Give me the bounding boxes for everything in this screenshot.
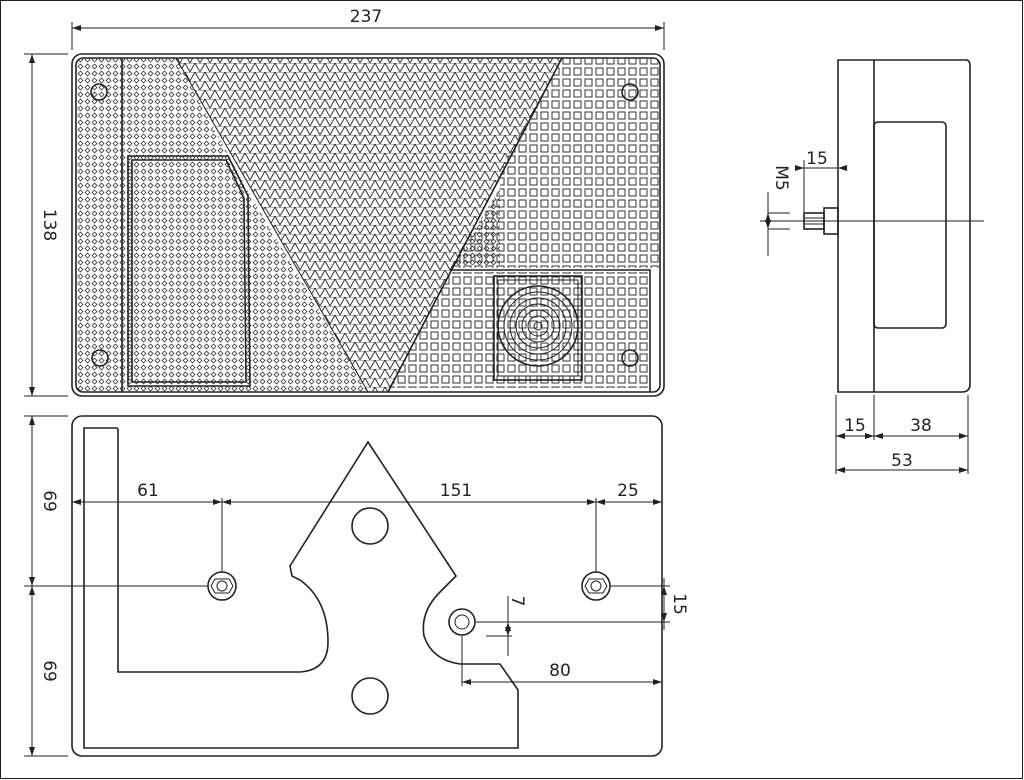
dimension-arrowhead	[959, 467, 968, 473]
side-view	[760, 59, 984, 393]
dim-upper-half-label: 69	[39, 490, 59, 512]
dimension-arrowhead	[72, 25, 81, 31]
segment-divider-stop	[450, 269, 651, 392]
dimension-arrowhead	[661, 613, 667, 622]
dim-center-offset-label: 7	[507, 596, 527, 607]
lens-indicator	[450, 58, 660, 268]
front-dimensions: 237 138	[24, 7, 665, 397]
dimension-arrowhead	[838, 165, 847, 171]
dimension-arrowhead	[29, 416, 35, 425]
cable-gland	[448, 608, 476, 636]
dim-base-label: 15	[844, 416, 866, 436]
dim-left-offset-label: 61	[137, 481, 159, 501]
front-outer-housing	[71, 53, 665, 397]
dimension-arrowhead	[587, 499, 596, 505]
side-housing	[837, 59, 971, 393]
segment-divider-diag-left	[175, 57, 369, 393]
dimension-arrowhead	[29, 586, 35, 595]
rear-cover-outline	[83, 427, 519, 749]
segment-divider-diag-right	[387, 57, 563, 393]
lens-reflector-triangle	[176, 58, 562, 392]
dimension-arrowhead	[29, 387, 35, 396]
dimension-arrowhead	[865, 433, 874, 439]
rear-hole-upper	[351, 507, 389, 545]
dimension-arrowhead	[765, 220, 771, 229]
screw-hole-br	[621, 349, 639, 367]
dimension-arrowhead	[29, 747, 35, 756]
dimension-arrowhead	[505, 627, 511, 636]
lens-stop-tail	[390, 272, 650, 388]
dimension-arrowhead	[836, 433, 845, 439]
reflex-circles	[497, 285, 579, 367]
dim-lens-label: 38	[910, 416, 932, 436]
reverse-lens-outline	[127, 155, 251, 387]
reverse-lens	[131, 159, 247, 383]
side-dimensions: 15 M5 15 38 53	[765, 149, 969, 474]
dim-thread-label: M5	[771, 165, 791, 190]
dimension-arrowhead	[661, 586, 667, 595]
screw-hole-tl	[90, 83, 108, 101]
rear-hole-lower	[351, 677, 389, 715]
dimension-arrowhead	[222, 499, 231, 505]
screw-hole-bl	[91, 349, 109, 367]
dimension-arrowhead	[213, 499, 222, 505]
dimension-arrowhead	[836, 467, 845, 473]
dim-lower-half-label: 69	[39, 660, 59, 682]
dim-total-depth-label: 53	[891, 451, 913, 471]
dimension-arrowhead	[596, 499, 605, 505]
dim-right-offset-label: 25	[617, 481, 639, 501]
dimension-arrowhead	[653, 499, 662, 505]
dimension-arrowhead	[959, 433, 968, 439]
dimension-arrowhead	[795, 165, 804, 171]
dimension-arrowhead	[874, 433, 883, 439]
dimension-arrowhead	[765, 213, 771, 222]
stud-left	[207, 571, 237, 601]
lens-fog-area	[124, 58, 250, 392]
dim-height-label: 138	[39, 209, 59, 241]
dimension-arrowhead	[653, 679, 662, 685]
reflex-block	[493, 275, 583, 381]
screw-hole-tr	[621, 83, 639, 101]
stud-right	[581, 571, 611, 601]
side-lens-profile	[873, 121, 947, 329]
dimension-arrowhead	[72, 499, 81, 505]
lens-lower-wedge	[250, 195, 368, 392]
dim-center-distance-label: 80	[549, 661, 571, 681]
lens-side-marker	[76, 58, 124, 392]
dimension-arrowhead	[462, 679, 471, 685]
dim-width-label: 237	[350, 7, 382, 27]
dim-right-drop-label: 15	[669, 593, 689, 615]
dimension-arrowhead	[29, 54, 35, 63]
dim-bolt-offset-label: 15	[806, 149, 828, 169]
dim-bolt-spacing-label: 151	[440, 481, 472, 501]
front-view	[71, 53, 665, 397]
rear-dimensions: 69 69 61 151 25 15 7 80	[24, 415, 689, 757]
dimension-arrowhead	[29, 577, 35, 586]
dimension-arrowhead	[655, 25, 664, 31]
lens-segments	[76, 58, 660, 392]
